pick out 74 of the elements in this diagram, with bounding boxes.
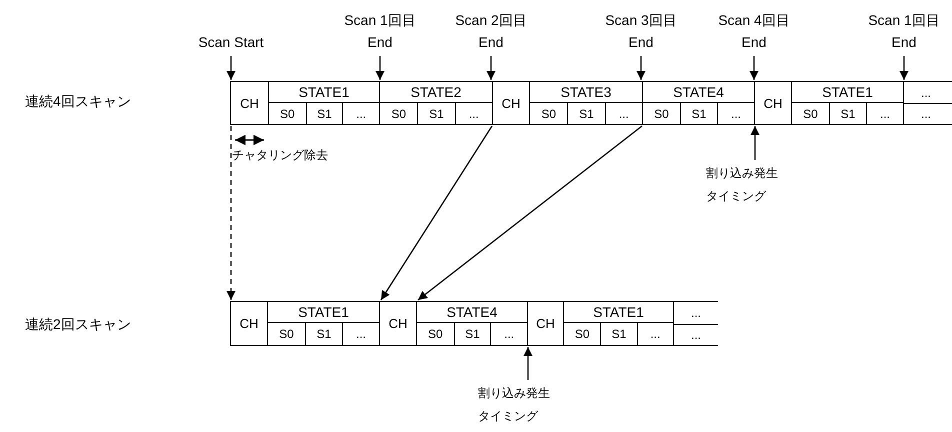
arrow bbox=[486, 56, 496, 80]
substate-cell: S1 bbox=[454, 322, 490, 345]
state-block bbox=[563, 301, 674, 346]
arrow bbox=[226, 56, 236, 80]
continuation-cell bbox=[903, 81, 952, 125]
substate-cell: S0 bbox=[380, 102, 418, 124]
state-label: STATE1 bbox=[297, 303, 350, 322]
substate-cell: ... bbox=[604, 102, 642, 124]
state-label: STATE1 bbox=[298, 83, 350, 102]
substate-cell: S0 bbox=[643, 102, 680, 124]
state-block bbox=[268, 81, 380, 125]
substate-cell: ... bbox=[866, 102, 903, 124]
channel-cell: CH bbox=[492, 81, 530, 125]
substate-cell: S1 bbox=[567, 102, 605, 124]
substate-cell: ... bbox=[717, 102, 754, 124]
substate-cell: ... bbox=[636, 322, 673, 345]
arrow bbox=[380, 126, 493, 300]
state-label: STATE3 bbox=[560, 83, 612, 102]
substate-cell: ... bbox=[342, 322, 379, 345]
substate-cell: S0 bbox=[268, 322, 305, 345]
event-label: Scan Start bbox=[191, 31, 271, 53]
annotation-label: チャタリング除去 bbox=[232, 147, 328, 164]
substate-cell: ... bbox=[490, 322, 527, 345]
channel-cell: CH bbox=[230, 301, 268, 346]
state-label: STATE1 bbox=[592, 303, 645, 322]
substate-cell: S1 bbox=[600, 322, 637, 345]
state-block bbox=[416, 301, 528, 346]
state-block bbox=[791, 81, 904, 125]
state-block bbox=[529, 81, 643, 125]
arrow bbox=[899, 56, 909, 80]
channel-cell: CH bbox=[754, 81, 792, 125]
substate-cell: S0 bbox=[792, 102, 829, 124]
event-label: Scan 1回目 End bbox=[868, 9, 940, 53]
event-label: Scan 2回目 End bbox=[455, 9, 527, 53]
state-block bbox=[267, 301, 380, 346]
channel-cell: CH bbox=[230, 81, 269, 125]
ellipsis-text: ... bbox=[690, 305, 702, 322]
substate-cell: ... bbox=[454, 102, 492, 124]
arrow bbox=[418, 125, 642, 301]
substate-cell: S0 bbox=[417, 322, 454, 345]
event-label: Scan 4回目 End bbox=[718, 9, 790, 53]
arrow bbox=[636, 56, 646, 80]
ellipsis-text: ... bbox=[690, 326, 702, 344]
state-block bbox=[642, 81, 755, 125]
dashed-arrow bbox=[226, 126, 236, 300]
substate-cell: S1 bbox=[305, 322, 342, 345]
substate-cell: S1 bbox=[829, 102, 866, 124]
arrow bbox=[523, 347, 533, 380]
event-label: Scan 1回目 End bbox=[344, 9, 416, 53]
event-label: Scan 3回目 End bbox=[605, 9, 677, 53]
interrupt-note: 割り込み発生タイミング bbox=[478, 382, 554, 428]
channel-cell: CH bbox=[379, 301, 417, 346]
substate-cell: S0 bbox=[564, 322, 600, 345]
state-label: STATE2 bbox=[410, 83, 462, 102]
ellipsis-text: ... bbox=[920, 85, 932, 102]
arrow bbox=[375, 56, 385, 80]
continuation-cell bbox=[673, 301, 718, 346]
substate-cell: S1 bbox=[417, 102, 455, 124]
substate-cell: S1 bbox=[680, 102, 717, 124]
state-block bbox=[379, 81, 493, 125]
interrupt-note: 割り込み発生タイミング bbox=[706, 162, 782, 208]
arrow bbox=[749, 56, 759, 80]
row-label: 連続4回スキャン bbox=[25, 93, 131, 111]
channel-cell: CH bbox=[527, 301, 564, 346]
state-label: STATE4 bbox=[672, 83, 725, 102]
state-label: STATE4 bbox=[446, 303, 498, 322]
substate-cell: S0 bbox=[269, 102, 306, 124]
arrow bbox=[750, 126, 760, 160]
substate-cell: S0 bbox=[530, 102, 568, 124]
substate-cell: ... bbox=[342, 102, 379, 124]
state-label: STATE1 bbox=[821, 83, 874, 102]
substate-cell: S1 bbox=[306, 102, 342, 124]
row-label: 連続2回スキャン bbox=[25, 316, 131, 334]
ellipsis-text: ... bbox=[920, 106, 932, 123]
